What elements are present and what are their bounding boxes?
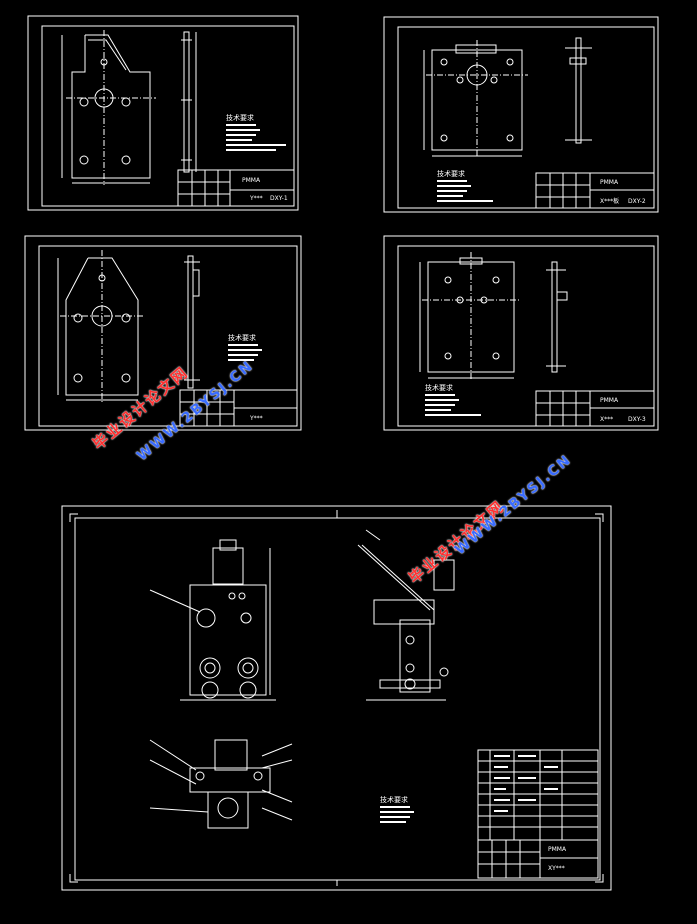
tech-notes-lines-2	[437, 180, 471, 197]
part-side-view	[546, 261, 568, 373]
assembly-front-view	[149, 539, 276, 701]
tech-title-assembly: 技术要求	[380, 795, 408, 804]
tech-notes-lines-assembly	[380, 806, 414, 823]
tech-notes-lines-3	[228, 344, 262, 361]
tech-notes-lines-4	[425, 394, 459, 411]
part-name-2: X***板	[600, 197, 619, 205]
bom-table	[477, 749, 599, 841]
tech-title-4: 技术要求	[425, 383, 453, 392]
material-2: PMMA	[600, 179, 619, 186]
part-name-3: Y***	[249, 415, 263, 422]
part-name-1: Y***	[249, 195, 263, 202]
drawing-no-2: DXY-2	[628, 198, 646, 205]
title-block-1	[177, 169, 295, 207]
tech-title-3: 技术要求	[228, 333, 256, 342]
drawing-no-1: DXY-1	[270, 195, 288, 202]
tech-notes-lines-1	[226, 124, 260, 141]
material-assembly: PMMA	[548, 846, 567, 853]
drawing-sheet-1	[27, 15, 299, 211]
part-name-4: X***	[600, 416, 613, 423]
material-4: PMMA	[600, 397, 619, 404]
title-block-3	[179, 389, 298, 427]
part-side-view	[184, 255, 200, 389]
part-name-assembly: XY***	[548, 865, 565, 872]
tech-title-2: 技术要求	[437, 169, 465, 178]
title-block-2	[535, 172, 655, 209]
drawing-no-4: DXY-3	[628, 416, 646, 423]
part-side-view	[565, 37, 592, 144]
part-side-view	[181, 31, 197, 173]
assembly-side-view	[357, 529, 455, 701]
material-1: PMMA	[242, 177, 261, 184]
drawing-sheet-2	[383, 16, 659, 213]
assembly-top-view	[149, 739, 293, 829]
part-plate-view	[57, 250, 144, 402]
assembly-sheet	[61, 505, 612, 891]
tech-title-1: 技术要求	[226, 113, 254, 122]
title-block-4	[535, 390, 655, 427]
part-plate-view	[61, 30, 156, 185]
title-block-assembly	[477, 839, 599, 879]
drawing-sheet-4	[383, 235, 659, 431]
drawing-sheet-3	[24, 235, 302, 431]
part-plate-view	[419, 252, 520, 380]
part-plate-view	[423, 40, 528, 158]
